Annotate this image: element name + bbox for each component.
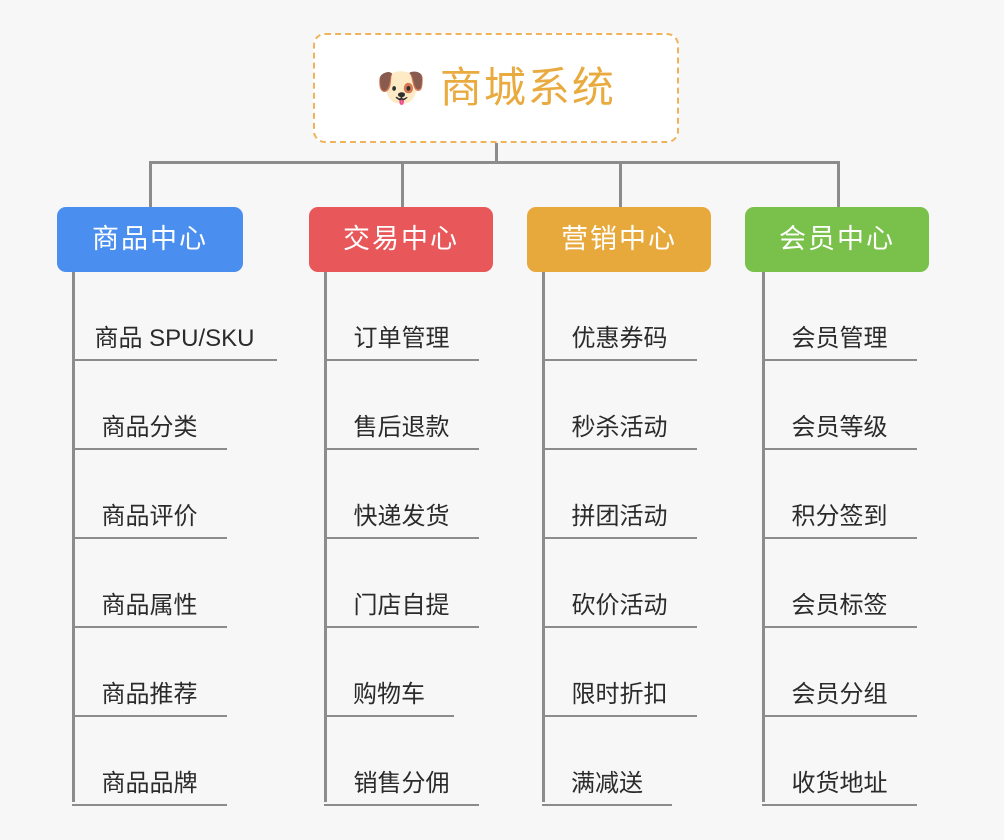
- leaf-item[interactable]: 商品评价: [72, 450, 227, 539]
- leaf-label: 商品评价: [101, 503, 198, 531]
- leaf-item[interactable]: 门店自提: [324, 539, 479, 628]
- leaf-label: 商品属性: [101, 592, 198, 620]
- branch-trunk-2: [324, 272, 327, 802]
- leaf-label: 满减送: [571, 770, 643, 798]
- leaf-item[interactable]: 收货地址: [762, 717, 917, 806]
- leaf-item[interactable]: 会员分组: [762, 628, 917, 717]
- leaf-label: 收货地址: [791, 770, 888, 798]
- category-box-1[interactable]: 商品中心: [57, 207, 243, 272]
- leaf-item[interactable]: 商品 SPU/SKU: [72, 272, 277, 361]
- leaf-label: 门店自提: [353, 592, 450, 620]
- leaf-item[interactable]: 商品品牌: [72, 717, 227, 806]
- leaf-label: 会员标签: [791, 592, 888, 620]
- leaf-label: 会员等级: [791, 414, 888, 442]
- leaf-item[interactable]: 积分签到: [762, 450, 917, 539]
- leaf-item[interactable]: 商品属性: [72, 539, 227, 628]
- root-node[interactable]: 🐶 商城系统: [313, 33, 679, 143]
- root-title: 商城系统: [439, 64, 616, 111]
- leaf-label: 订单管理: [353, 325, 450, 353]
- category-box-2[interactable]: 交易中心: [309, 207, 493, 272]
- connector-drop-2: [401, 161, 404, 207]
- branch-trunk-3: [542, 272, 545, 802]
- category-label-4: 会员中心: [779, 224, 895, 254]
- connector-drop-4: [837, 161, 840, 207]
- connector-root-stem: [495, 143, 498, 164]
- leaf-label: 商品分类: [101, 414, 198, 442]
- leaf-label: 商品品牌: [101, 770, 198, 798]
- leaf-label: 商品推荐: [101, 681, 198, 709]
- leaf-item[interactable]: 满减送: [542, 717, 672, 806]
- dog-face-icon: 🐶: [376, 66, 426, 110]
- branch-trunk-4: [762, 272, 765, 802]
- leaf-item[interactable]: 限时折扣: [542, 628, 697, 717]
- category-label-1: 商品中心: [92, 224, 208, 254]
- leaf-item[interactable]: 会员管理: [762, 272, 917, 361]
- category-box-3[interactable]: 营销中心: [527, 207, 711, 272]
- leaf-item[interactable]: 销售分佣: [324, 717, 479, 806]
- leaf-label: 购物车: [353, 681, 425, 709]
- leaf-label: 拼团活动: [571, 503, 668, 531]
- leaf-item[interactable]: 会员标签: [762, 539, 917, 628]
- leaf-label: 快递发货: [353, 503, 450, 531]
- leaf-label: 商品 SPU/SKU: [94, 325, 255, 353]
- leaf-label: 优惠券码: [571, 325, 668, 353]
- leaf-item[interactable]: 优惠券码: [542, 272, 697, 361]
- leaf-item[interactable]: 购物车: [324, 628, 454, 717]
- leaf-item[interactable]: 秒杀活动: [542, 361, 697, 450]
- leaf-item[interactable]: 拼团活动: [542, 450, 697, 539]
- category-label-2: 交易中心: [343, 224, 459, 254]
- leaf-item[interactable]: 砍价活动: [542, 539, 697, 628]
- branch-trunk-1: [72, 272, 75, 802]
- leaf-label: 秒杀活动: [571, 414, 668, 442]
- leaf-label: 售后退款: [353, 414, 450, 442]
- leaf-label: 会员分组: [791, 681, 888, 709]
- category-box-4[interactable]: 会员中心: [745, 207, 929, 272]
- leaf-label: 砍价活动: [571, 592, 668, 620]
- leaf-label: 限时折扣: [571, 681, 668, 709]
- leaf-item[interactable]: 会员等级: [762, 361, 917, 450]
- leaf-item[interactable]: 快递发货: [324, 450, 479, 539]
- connector-horizontal-bus: [149, 161, 840, 164]
- leaf-item[interactable]: 订单管理: [324, 272, 479, 361]
- leaf-item[interactable]: 售后退款: [324, 361, 479, 450]
- leaf-item[interactable]: 商品分类: [72, 361, 227, 450]
- category-label-3: 营销中心: [561, 224, 677, 254]
- leaf-label: 积分签到: [791, 503, 888, 531]
- leaf-label: 会员管理: [791, 325, 888, 353]
- connector-drop-1: [149, 161, 152, 207]
- leaf-item[interactable]: 商品推荐: [72, 628, 227, 717]
- connector-drop-3: [619, 161, 622, 207]
- leaf-label: 销售分佣: [353, 770, 450, 798]
